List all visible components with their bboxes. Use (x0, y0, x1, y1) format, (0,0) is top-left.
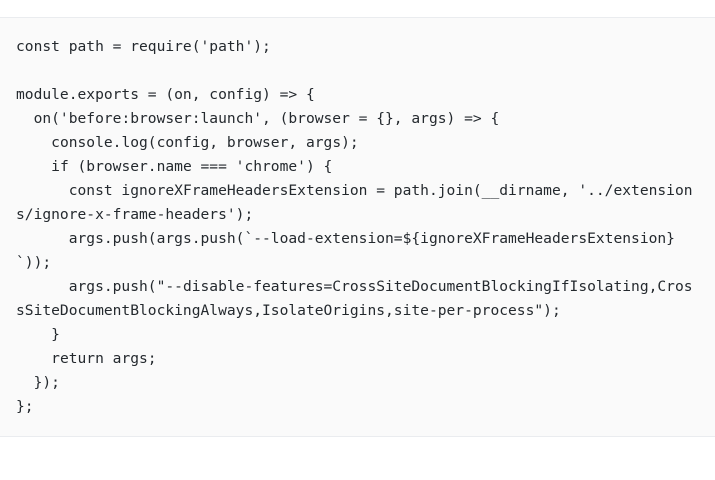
code-block-container: const path = require('path'); module.exp… (0, 17, 715, 437)
code-snippet-text[interactable]: const path = require('path'); module.exp… (16, 38, 693, 415)
top-spacer (0, 0, 715, 17)
bottom-spacer (0, 437, 715, 453)
